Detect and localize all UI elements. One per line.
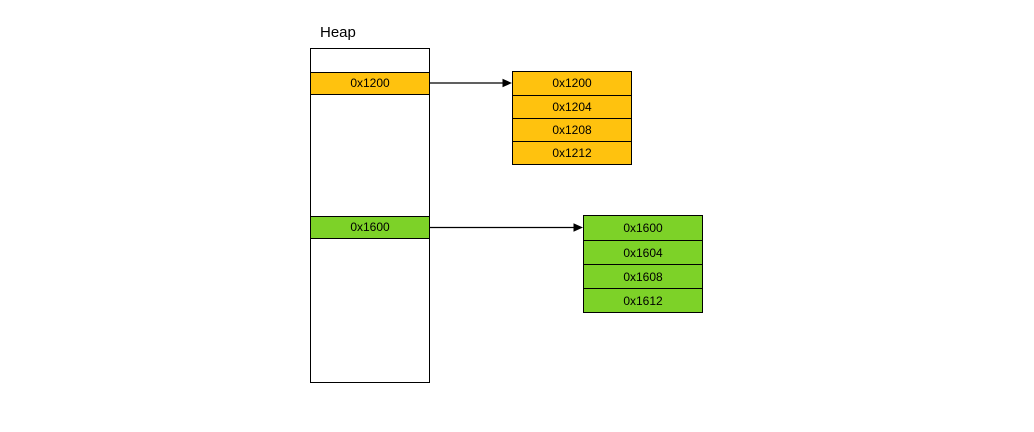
heap-pointer-cell-0x1200: 0x1200 xyxy=(310,72,430,95)
memory-row: 0x1212 xyxy=(513,141,631,164)
memory-block-0x1600: 0x1600 0x1604 0x1608 0x1612 xyxy=(583,215,703,313)
memory-row: 0x1208 xyxy=(513,118,631,141)
memory-row: 0x1600 xyxy=(623,221,663,235)
memory-row: 0x1604 xyxy=(584,240,702,264)
arrow-0x1600-icon xyxy=(430,223,583,232)
heap-title: Heap xyxy=(320,24,356,41)
memory-row: 0x1612 xyxy=(584,288,702,312)
memory-row: 0x1200 xyxy=(552,76,592,90)
arrow-0x1200-icon xyxy=(430,78,512,88)
memory-row: 0x1608 xyxy=(584,264,702,288)
memory-row: 0x1204 xyxy=(513,95,631,118)
heap-pointer-cell-0x1600: 0x1600 xyxy=(310,216,430,239)
memory-block-0x1200: 0x1200 0x1204 0x1208 0x1212 xyxy=(512,71,632,165)
heap-outline xyxy=(310,48,430,383)
